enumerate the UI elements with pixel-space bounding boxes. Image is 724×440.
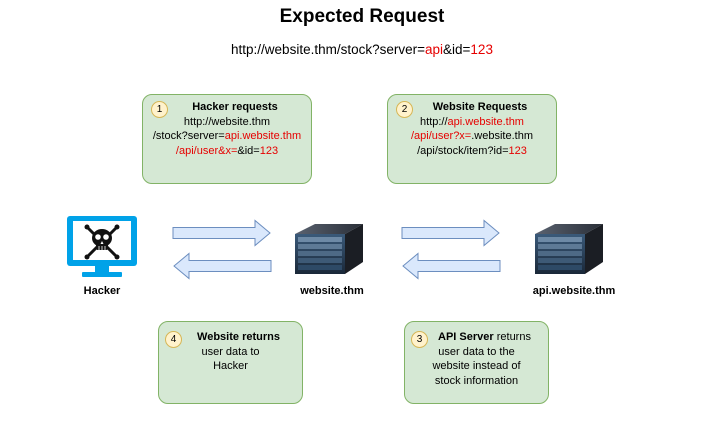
step-3-heading-line: API Server returns [405,330,548,345]
step-3-line-2: website instead of [432,360,521,372]
step-2-line-2: /api/user?x=.website.thm [388,129,556,144]
step-1-heading: Hacker requests [192,101,278,113]
url-middle: &id= [443,42,471,57]
website-server-icon [295,224,363,274]
step-3-heading-suffix: returns [493,331,531,343]
step-3-line-3: stock information [434,374,519,387]
skull-monitor-icon [67,216,137,277]
step-3-line-1: user data to the [438,345,515,358]
step-2-line-2-suffix: .website.thm [471,130,533,142]
step-2-badge: 2 [396,101,413,118]
arrow-website-to-hacker [173,252,272,280]
step-1-badge: 1 [151,101,168,118]
step-3-badge: 3 [411,331,428,348]
step-2-line-3-red: 123 [508,144,527,157]
step-1-line-3-red-2: 123 [259,144,279,157]
step-2-box: 2 Website Requests http://api.website.th… [387,94,557,184]
url-highlight-id: 123 [470,42,493,57]
step-4-heading: Website returns [197,331,280,343]
step-2-line-3-prefix: /api/stock/item?id= [417,144,509,157]
step-4-box: 4 Website returns user data to Hacker [158,321,303,404]
step-2-line-1-prefix: http:// [420,115,448,128]
step-1-line-2: /stock?server=api.website.thm [143,129,311,144]
arrow-hacker-to-website [172,219,271,247]
step-1-line-3-red: /api/user&x= [175,144,238,157]
url-prefix: http://website.thm/stock?server= [231,42,425,57]
step-1-line-3-mid: &id= [237,144,260,157]
step-3-heading: API Server [438,331,494,343]
step-2-line-1-red: api.website.thm [447,115,524,128]
step-1-box: 1 Hacker requests http://website.thm /st… [142,94,312,184]
api-server-icon [535,224,603,274]
request-url: http://website.thm/stock?server=api&id=1… [0,42,724,57]
step-2-heading: Website Requests [432,101,528,113]
step-1-line-2-red: api.website.thm [224,130,302,142]
step-1-line-1: http://website.thm [183,115,271,128]
step-2-line-2-red: /api/user?x= [411,130,472,142]
arrow-api-to-website [402,252,501,280]
api-label: api.website.thm [532,285,616,297]
url-highlight-server: api [425,42,444,57]
website-label: website.thm [300,285,364,297]
step-2-line-1: http://api.website.thm [388,115,556,130]
step-4-line-1: user data to [201,345,260,358]
step-2-line-3: /api/stock/item?id=123 [388,144,556,159]
step-1-line-3: /api/user&x=&id=123 [143,144,311,159]
diagram-title: Expected Request [279,6,445,27]
step-3-box: 3 API Server returns user data to the we… [404,321,549,404]
step-4-line-2: Hacker [213,360,248,372]
arrow-website-to-api [401,219,500,247]
step-4-badge: 4 [165,331,182,348]
step-1-line-2-prefix: /stock?server= [152,130,225,142]
hacker-label: Hacker [83,285,121,297]
